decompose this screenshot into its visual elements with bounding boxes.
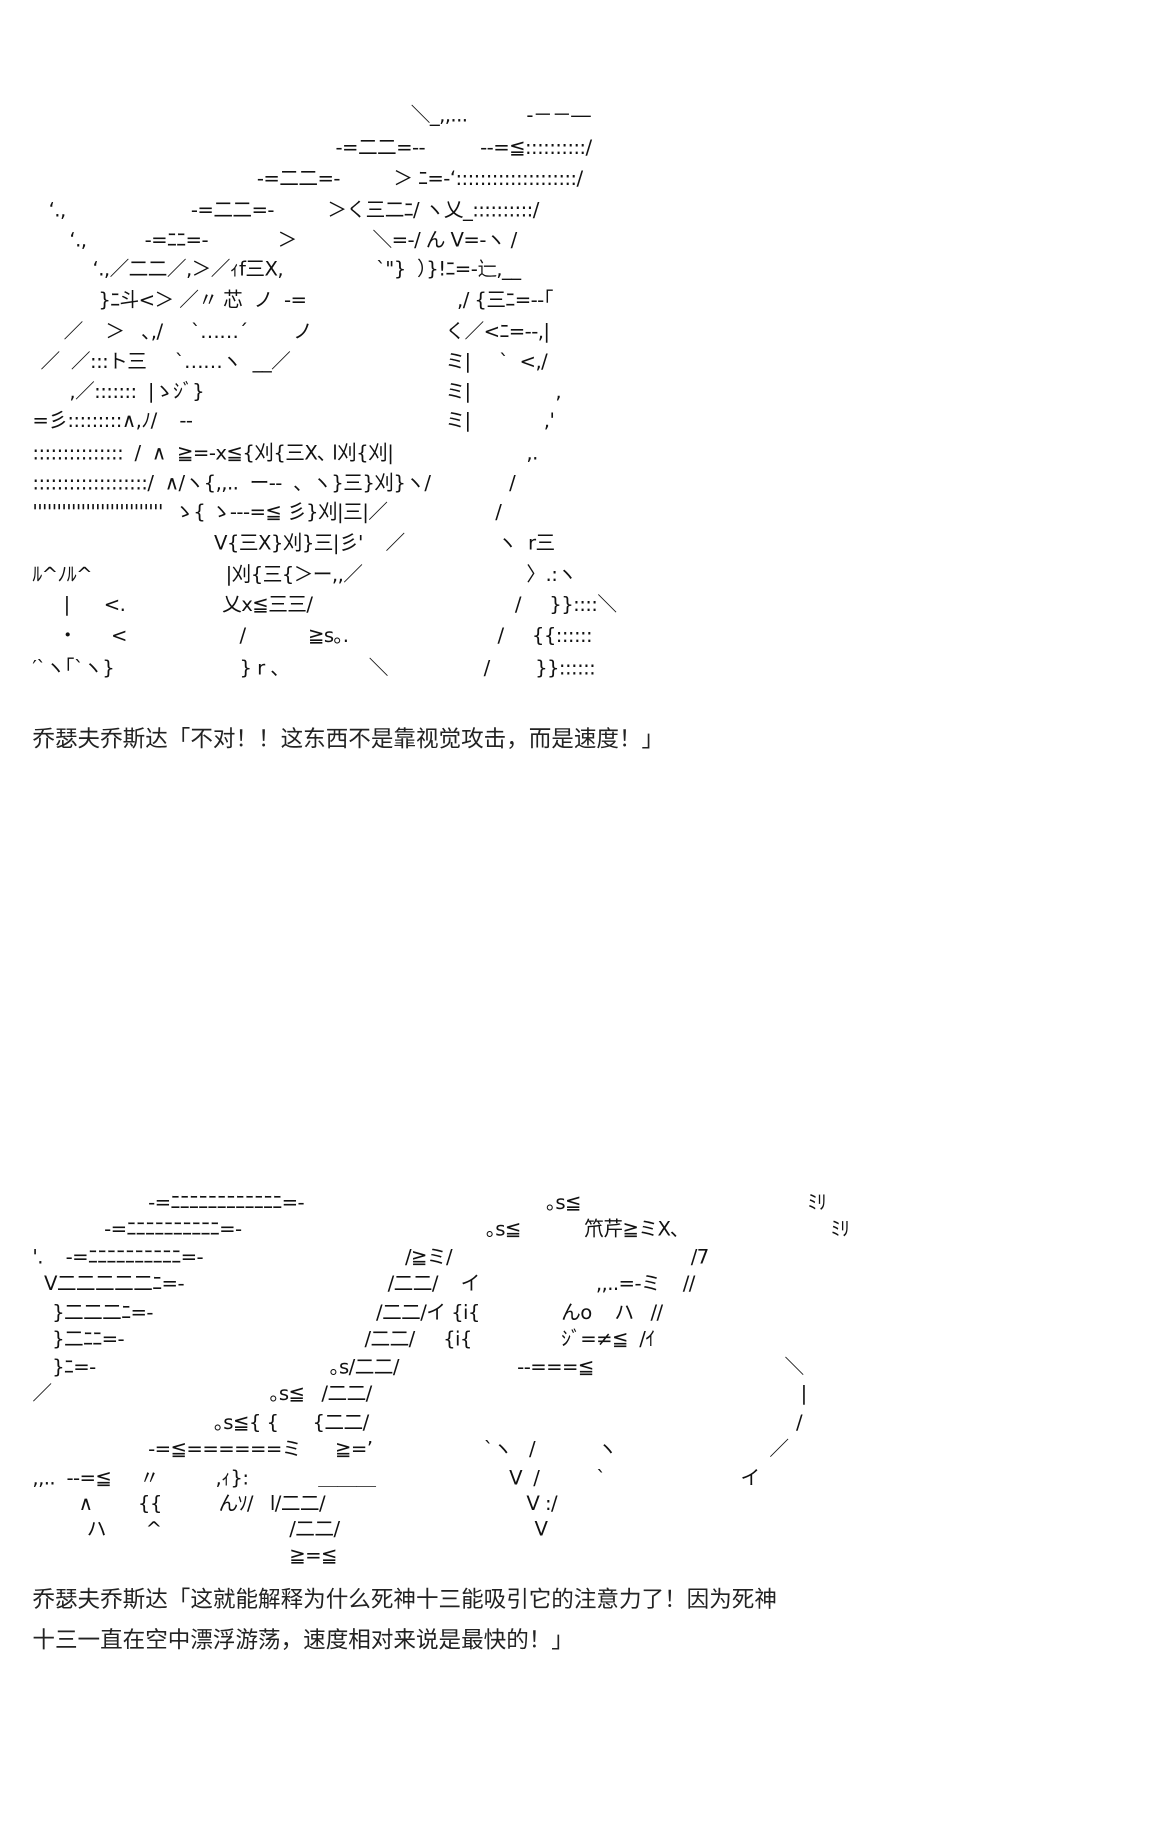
ascii-art-segment: --===≦ xyxy=(517,1356,594,1380)
ascii-art-segment: ミ| xyxy=(445,380,471,404)
ascii-art-segment: ,,.. --=≦ 〃 ,ｨ}: xyxy=(32,1467,249,1491)
ascii-art-segment: ,' xyxy=(543,409,555,433)
ascii-art-segment: -=二二=- xyxy=(256,167,341,191)
ascii-art-segment: ／ xyxy=(769,1438,789,1462)
ascii-art-segment: /7 xyxy=(690,1246,710,1270)
ascii-art-segment: ,／::::::: |ゝｼﾞ} xyxy=(69,380,205,404)
ascii-art-segment: / {{:::::: xyxy=(497,624,593,648)
ascii-art-segment: / }}::::＼ xyxy=(514,593,617,617)
ascii-art-segment: 〉.:ヽ xyxy=(526,563,577,587)
ascii-art-segment: }ﾆ=- xyxy=(52,1356,96,1380)
ascii-art-segment: / }}:::::: xyxy=(483,657,596,681)
ascii-art-segment: | xyxy=(800,1382,808,1406)
ascii-art-segment: ‘., xyxy=(69,229,87,253)
ascii-art-segment: ミ| xyxy=(445,409,471,433)
ascii-art-segment: | <. xyxy=(63,593,126,617)
ascii-art-segment: ＼_,,... xyxy=(410,104,468,128)
ascii-art-segment: }二二二ﾆ=- xyxy=(52,1301,153,1325)
ascii-art-segment: -=二二=-- xyxy=(335,136,426,160)
ascii-art-segment: ｡s≦ xyxy=(485,1218,521,1242)
ascii-art-segment: -=ﾆﾆ=- xyxy=(144,229,209,253)
ascii-art-segment: ,/ {三ﾆ=--｢ xyxy=(457,289,553,313)
ascii-art-segment: ＞く三二ﾆ/ ヽ乂_::::::::::/ xyxy=(327,199,539,223)
ascii-art-segment: /二二/ {i{ xyxy=(364,1328,472,1352)
ascii-art-segment: /二二/ xyxy=(289,1517,340,1542)
ascii-art-segment: -=ﾆﾆﾆﾆﾆﾆﾆﾆﾆﾆﾆﾆ=- xyxy=(148,1191,305,1215)
ascii-art-segment: ｡s≦ /二二/ xyxy=(269,1382,373,1406)
ascii-art-segment: }二ﾆﾆ=- xyxy=(52,1328,125,1352)
ascii-art-segment: ‘.,／二二／,＞／ｨf三X, xyxy=(92,258,284,282)
ascii-art-segment: ＿＿＿ xyxy=(318,1467,376,1491)
ascii-art-segment: } r 、 ＼ xyxy=(239,657,388,681)
ascii-art-segment: ,,..=-ミ // xyxy=(595,1272,696,1296)
ascii-art-segment: ≧=≦ xyxy=(289,1544,337,1568)
ascii-art-segment: ::::::::::::::: / ∧ ≧=-x≦{刈{三X､ l刈{刈| xyxy=(32,441,394,466)
ascii-art-segment: -－－― xyxy=(526,104,591,128)
ascii-art-segment: んo ハ // xyxy=(561,1301,663,1325)
ascii-art-segment: ｼﾞ=≠≦ /ｲ xyxy=(561,1328,655,1352)
ascii-art-segment: ヽ r三 xyxy=(497,532,556,556)
ascii-art-segment: / xyxy=(509,472,516,496)
ascii-art-segment: / xyxy=(796,1411,803,1435)
ascii-art-segment: V / ` xyxy=(509,1467,606,1491)
ascii-art-segment: -=ﾆﾆﾆﾆﾆﾆﾆﾆﾆﾆ=- xyxy=(104,1218,242,1242)
ascii-art-segment: '. -=ﾆﾆﾆﾆﾆﾆﾆﾆﾆﾆ=- xyxy=(32,1246,203,1270)
ascii-art-segment: ｡s/二二/ xyxy=(329,1356,400,1380)
ascii-art-segment: 笊芹≧ミX､ xyxy=(584,1218,680,1242)
ascii-art-segment: 乂x≦三三/ xyxy=(222,593,313,617)
ascii-art-segment: ,. xyxy=(526,441,538,466)
ascii-art-segment: =彡:::::::::∧,ﾉ/ -- xyxy=(32,409,193,433)
ascii-art-segment: ＼=-/ ん V=-ヽ / xyxy=(372,229,518,253)
dialogue-caption-2-line-2: 十三一直在空中漂浮游荡，速度相对来说是最快的！」 xyxy=(32,1626,574,1654)
ascii-art-segment: |刈{三{＞ー,,／ xyxy=(225,563,363,587)
ascii-art-segment: `ヽ / ヽ xyxy=(483,1438,618,1462)
ascii-art-segment: V xyxy=(534,1517,548,1542)
ascii-art-segment: /≧ミ/ xyxy=(404,1246,453,1270)
ascii-art-segment: ｡s≦ xyxy=(546,1191,581,1215)
dialogue-caption-2-line-1: 乔瑟夫乔斯达「这就能解释为什么死神十三能吸引它的注意力了！因为死神 xyxy=(32,1586,777,1613)
ascii-art-segment: ＞ ﾆ=-‘::::::::::::::::::::/ xyxy=(393,167,583,191)
ascii-art-segment: ＞ xyxy=(277,229,298,253)
ascii-art-segment: :::::::::::::::::::/ ∧/ヽ{,,.. ー-- 、ヽ}三}刈… xyxy=(32,472,431,496)
ascii-art-segment: ミ| ` <,/ xyxy=(445,350,548,374)
dialogue-caption-1: 乔瑟夫乔斯达「不对！！这东西不是靠视觉攻击，而是速度！」 xyxy=(32,725,665,753)
ascii-art-segment: ﾙ^ﾉﾙ^ xyxy=(32,563,92,587)
ascii-art-segment: V :/ xyxy=(526,1492,558,1516)
ascii-art-segment: /二二/ イ xyxy=(387,1272,481,1296)
ascii-art-segment: / xyxy=(495,500,502,525)
ascii-art-segment: ・ < xyxy=(57,624,128,648)
ascii-art-segment: -=二二=- xyxy=(190,199,275,223)
ascii-art-segment: /二二/イ {i{ xyxy=(376,1301,480,1325)
ascii-art-segment: V{三X}刈}三|彡' ／ xyxy=(214,532,405,556)
ascii-art-segment: イ xyxy=(740,1467,760,1491)
ascii-art-segment: ／ ＞ ､,/ `……´ ノ xyxy=(63,320,313,344)
ascii-art-segment: / ≧s｡. xyxy=(239,624,349,648)
ascii-art-segment: ＼ xyxy=(784,1356,804,1380)
ascii-art-segment: `"} ）}!ﾆ=-辷,__ xyxy=(376,258,521,282)
ascii-art-segment: ‘., xyxy=(48,199,67,223)
ascii-art-segment: ′`ヽ｢`ヽ} xyxy=(32,657,115,681)
ascii-art-segment: ハ ^ xyxy=(86,1517,162,1542)
ascii-art-segment: ／ ／:::ト三 `……ヽ __／ xyxy=(40,350,291,374)
ascii-art-segment: く／<ﾆ=--,| xyxy=(445,320,550,344)
ascii-art-segment: , xyxy=(555,380,562,404)
ascii-art-segment: ''''''''''''''''''''''''''' ゝ{ ゝ---=≦ 彡}… xyxy=(32,500,388,525)
ascii-art-segment: ／ xyxy=(32,1382,52,1406)
ascii-art-segment: V二二二二二ﾆ=- xyxy=(43,1272,185,1296)
ascii-art-segment: ﾐﾘ xyxy=(830,1218,850,1242)
ascii-art-segment: ﾐﾘ xyxy=(807,1191,827,1215)
ascii-art-segment: ｡s≦{ { {二二/ xyxy=(214,1411,369,1435)
ascii-art-segment: }ﾆ斗<＞ ／〃 芯 ノ -= xyxy=(98,289,307,313)
ascii-art-segment: ∧ {{ んｿ/ l/二二/ xyxy=(78,1492,326,1516)
ascii-art-segment: -=≦======ミ ≧=’ xyxy=(148,1438,373,1462)
ascii-art-segment: --=≦::::::::::/ xyxy=(480,136,592,160)
